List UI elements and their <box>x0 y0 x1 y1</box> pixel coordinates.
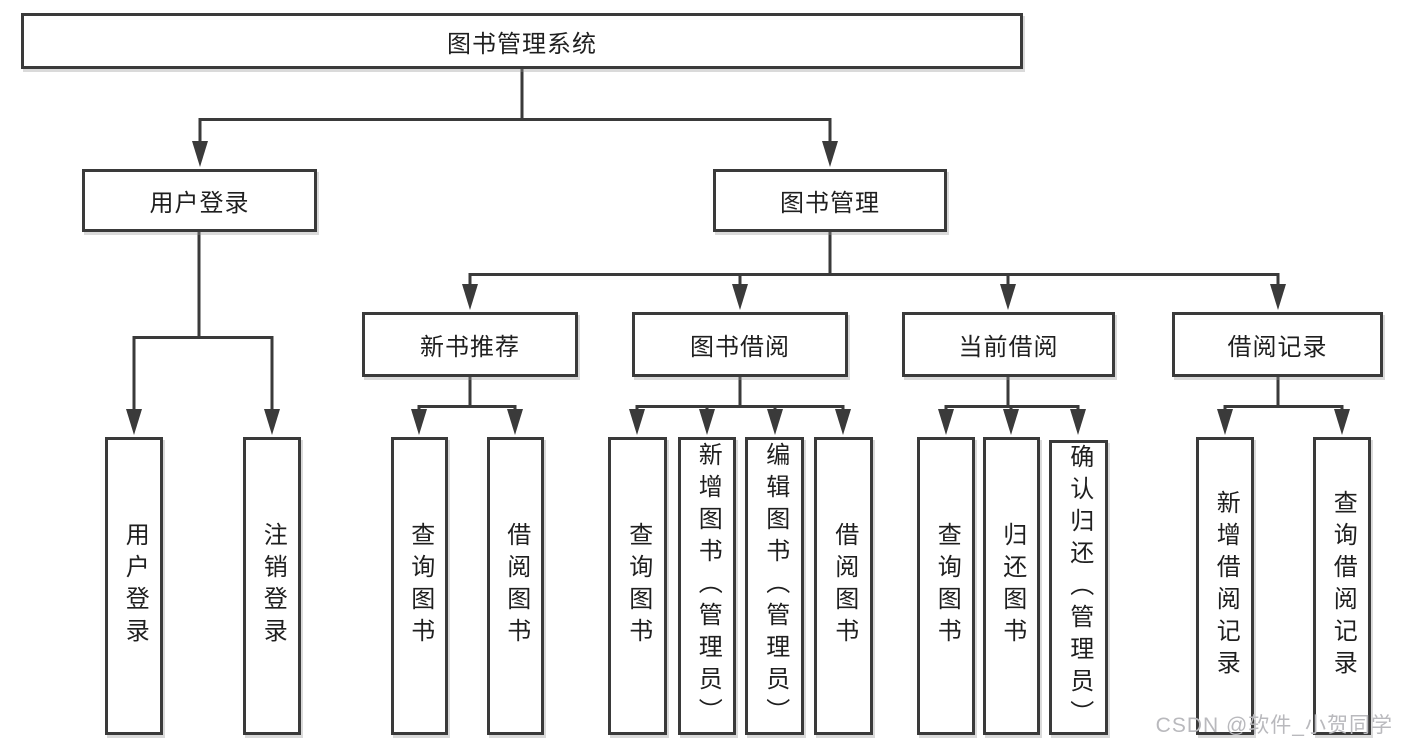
connector-book-borrow-branch <box>635 377 845 412</box>
arrow-down-icon <box>1334 409 1350 435</box>
leaf-current-return-books-label: 归还图书 <box>998 522 1026 650</box>
arrow-down-icon <box>938 409 954 435</box>
leaf-current-return-books: 归还图书 <box>983 437 1040 735</box>
arrow-down-icon <box>835 409 851 435</box>
csdn-watermark: CSDN @软件_小贺同学 <box>1155 714 1393 737</box>
leaf-borrow-edit-book-admin: 编辑图书（管理员） <box>745 437 804 735</box>
node-book-borrow-label: 图书借阅 <box>690 334 790 361</box>
arrow-down-icon <box>732 284 748 310</box>
node-new-book-recommend: 新书推荐 <box>362 312 578 377</box>
leaf-logout-label: 注销登录 <box>259 522 287 650</box>
node-new-book-recommend-label: 新书推荐 <box>420 334 520 361</box>
leaf-records-query-record: 查询借阅记录 <box>1313 437 1371 735</box>
node-root-label: 图书管理系统 <box>447 30 597 58</box>
leaf-user-login: 用户登录 <box>105 437 163 735</box>
arrow-down-icon <box>126 409 142 435</box>
leaf-newbook-query-books-label: 查询图书 <box>406 522 434 650</box>
arrow-down-icon <box>507 409 523 435</box>
leaf-records-add-record: 新增借阅记录 <box>1196 437 1254 735</box>
arrow-down-icon <box>1003 409 1019 435</box>
leaf-current-confirm-return-admin: 确认归还（管理员） <box>1049 440 1108 735</box>
node-root: 图书管理系统 <box>21 13 1023 69</box>
arrow-down-icon <box>264 409 280 435</box>
leaf-records-add-record-label: 新增借阅记录 <box>1212 490 1240 682</box>
leaf-newbook-borrow-books: 借阅图书 <box>487 437 544 735</box>
arrow-down-icon <box>767 409 783 435</box>
arrow-down-icon <box>462 284 478 310</box>
connector-user-login-branch <box>132 232 274 411</box>
leaf-user-login-label: 用户登录 <box>121 522 149 650</box>
leaf-borrow-query-books-label: 查询图书 <box>624 522 652 650</box>
leaf-borrow-query-books: 查询图书 <box>608 437 667 735</box>
leaf-current-query-books-label: 查询图书 <box>933 522 961 650</box>
node-borrow-records: 借阅记录 <box>1172 312 1383 377</box>
leaf-newbook-query-books: 查询图书 <box>391 437 448 735</box>
arrow-down-icon <box>192 141 208 167</box>
leaf-borrow-add-book-admin: 新增图书（管理员） <box>678 437 736 735</box>
arrow-down-icon <box>629 409 645 435</box>
node-book-borrow: 图书借阅 <box>632 312 848 377</box>
leaf-newbook-borrow-books-label: 借阅图书 <box>502 522 530 650</box>
leaf-current-confirm-return-admin-label: 确认归还（管理员） <box>1065 443 1093 732</box>
leaf-current-query-books: 查询图书 <box>917 437 975 735</box>
leaf-logout: 注销登录 <box>243 437 301 735</box>
leaf-borrow-borrow-books-label: 借阅图书 <box>830 522 858 650</box>
node-current-borrow: 当前借阅 <box>902 312 1115 377</box>
node-book-management: 图书管理 <box>713 169 947 232</box>
arrow-down-icon <box>1270 284 1286 310</box>
node-book-management-label: 图书管理 <box>780 190 880 217</box>
connector-new-book-branch <box>417 377 517 412</box>
leaf-borrow-borrow-books: 借阅图书 <box>814 437 873 735</box>
node-current-borrow-label: 当前借阅 <box>958 334 1059 361</box>
arrow-down-icon <box>822 141 838 167</box>
arrow-down-icon <box>411 409 427 435</box>
connector-current-borrow-branch <box>944 377 1080 412</box>
node-user-login: 用户登录 <box>82 169 317 232</box>
connector-book-management-branch <box>468 232 1280 287</box>
node-user-login-label: 用户登录 <box>149 190 250 217</box>
leaf-borrow-add-book-admin-label: 新增图书（管理员） <box>694 442 722 730</box>
connector-borrow-records-branch <box>1223 377 1344 412</box>
arrow-down-icon <box>1000 284 1016 310</box>
arrow-down-icon <box>1070 409 1086 435</box>
leaf-borrow-edit-book-admin-label: 编辑图书（管理员） <box>761 442 789 730</box>
arrow-down-icon <box>1217 409 1233 435</box>
arrow-down-icon <box>699 409 715 435</box>
node-borrow-records-label: 借阅记录 <box>1227 334 1328 361</box>
connector-root-to-level2 <box>198 69 832 143</box>
leaf-records-query-record-label: 查询借阅记录 <box>1329 490 1357 682</box>
